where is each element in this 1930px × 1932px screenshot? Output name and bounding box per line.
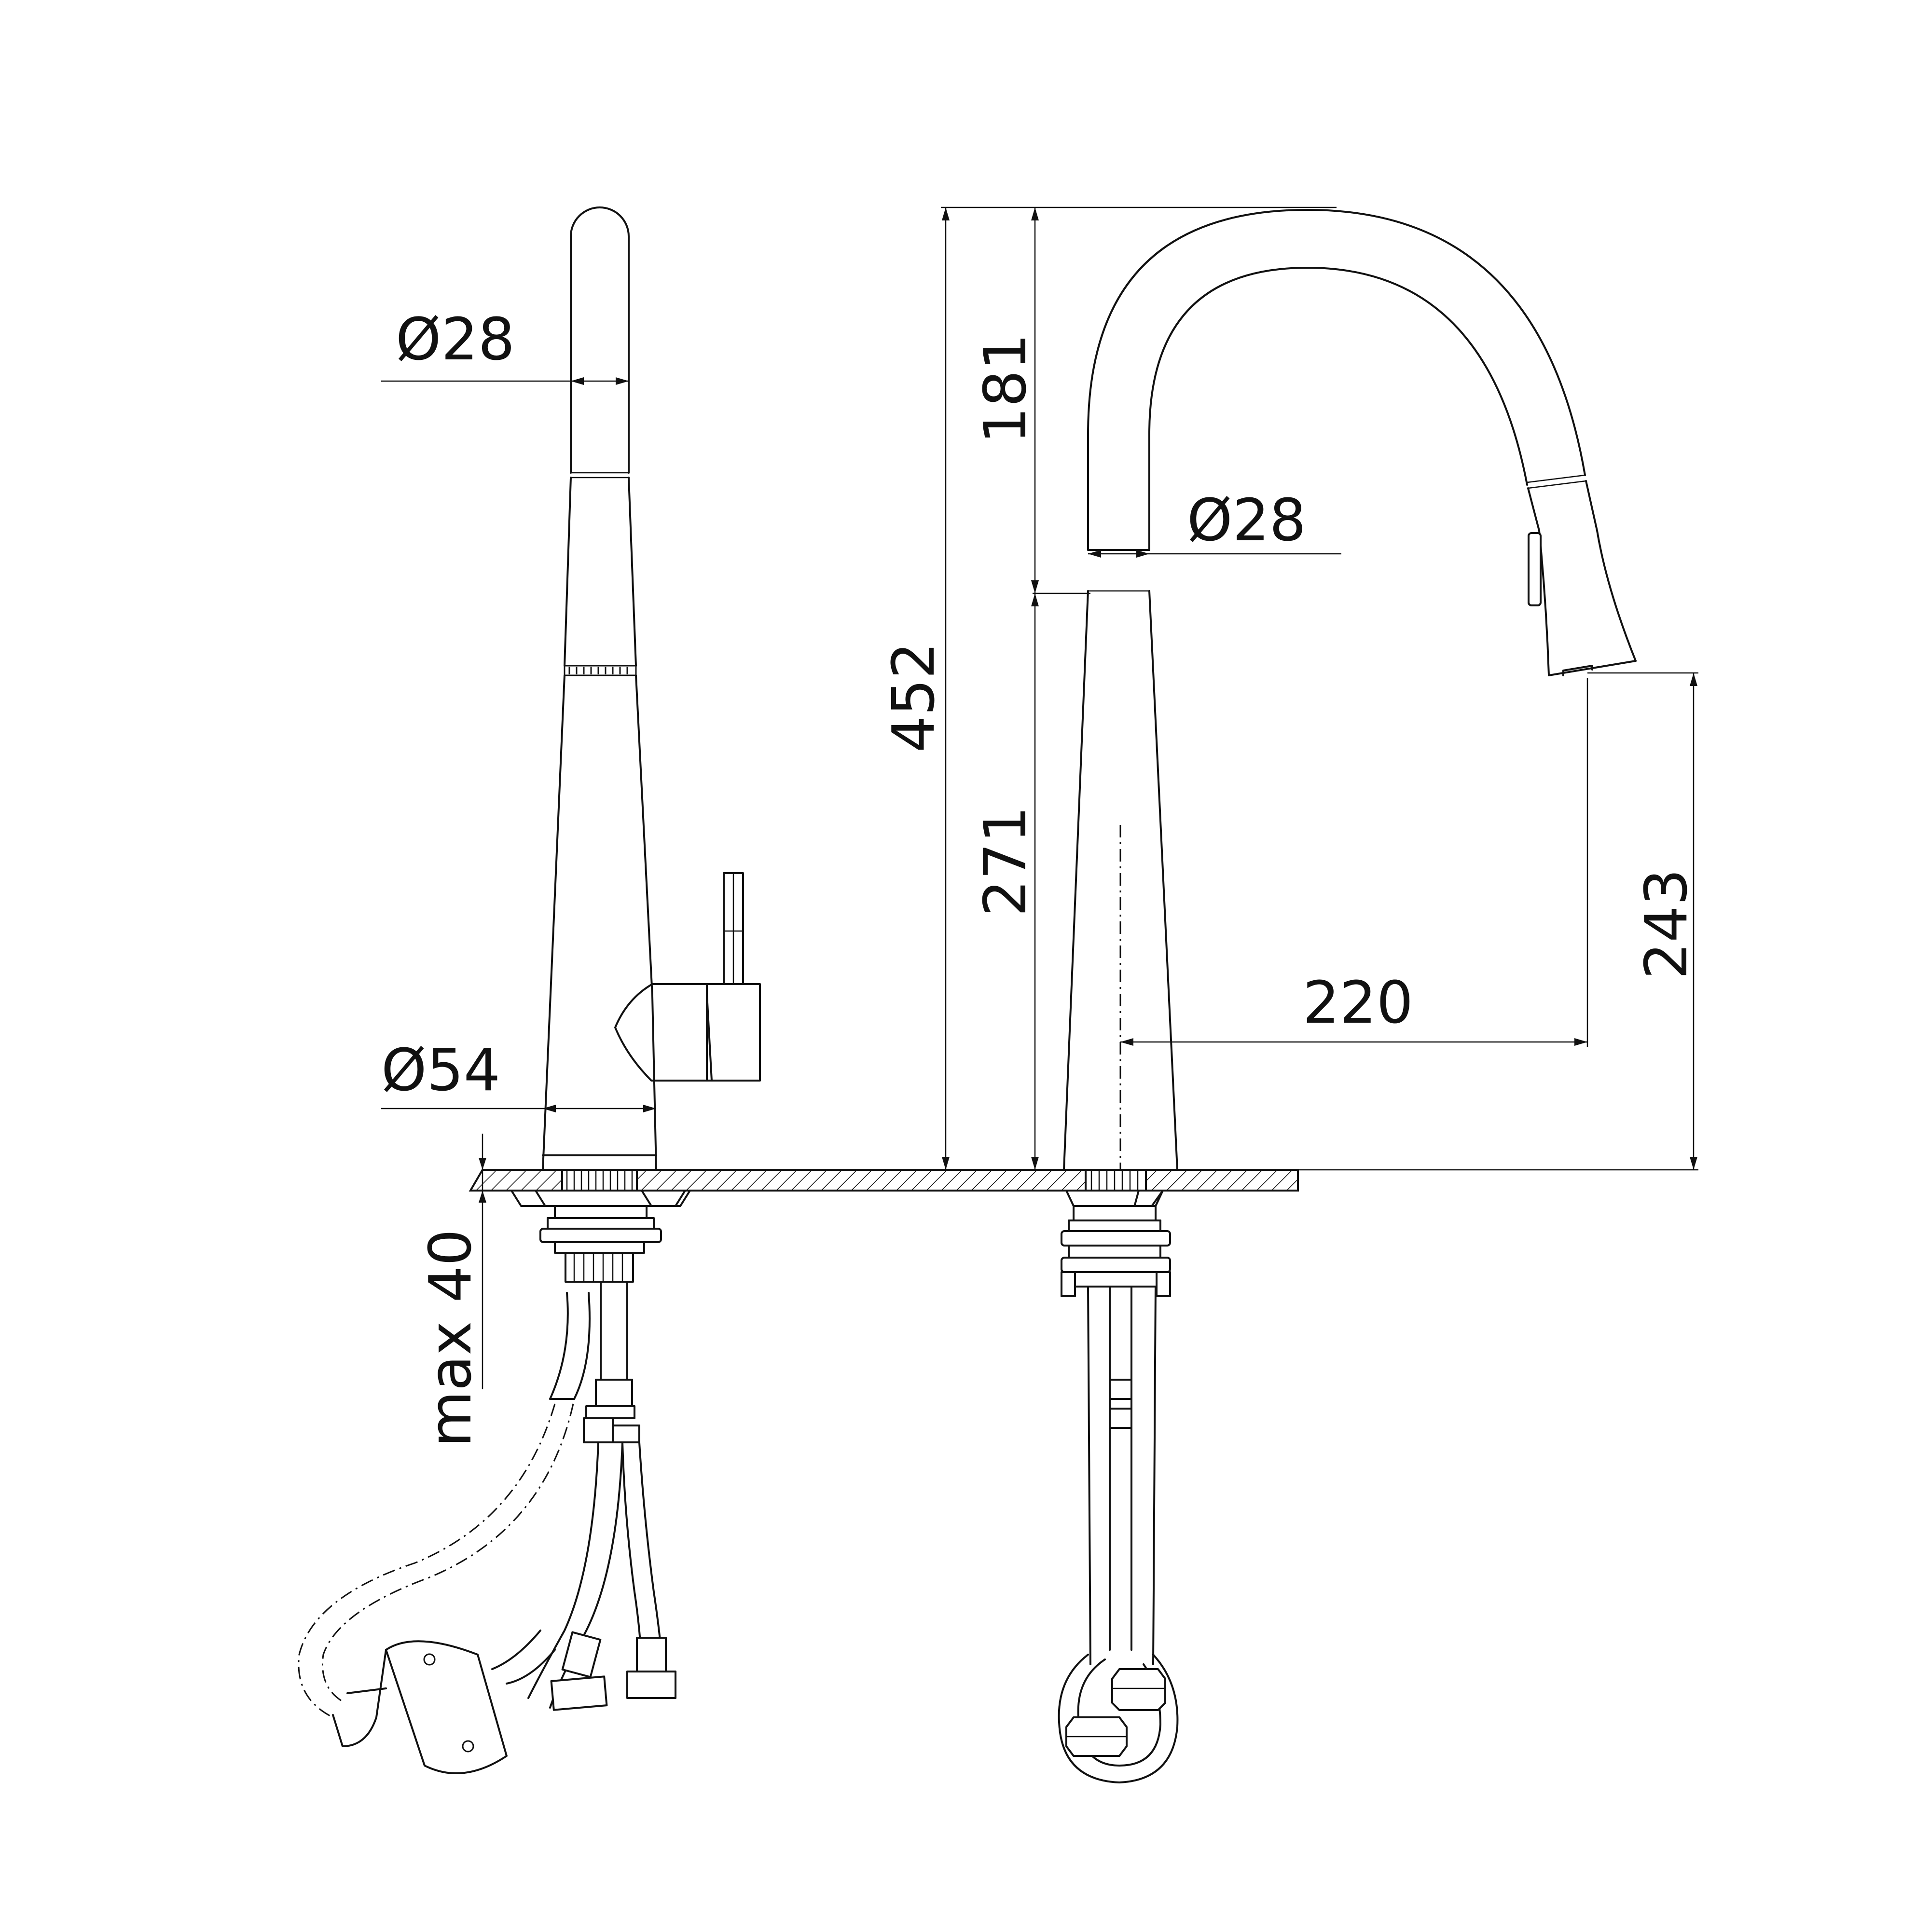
front-mounting-hardware [1061, 1169, 1171, 1297]
side-diameter-base-dimension [381, 1105, 656, 1112]
upper-height-dimension [1031, 207, 1039, 593]
spout-reach-label: 220 [1303, 970, 1413, 1037]
front-spray-head [1527, 480, 1637, 676]
spout-reach-dimension [1120, 678, 1588, 1047]
front-diameter-dimension [1088, 550, 1341, 558]
side-faucet-body [542, 674, 657, 1171]
side-mounting-hardware [510, 1169, 691, 1283]
spout-outlet-height-label: 243 [1633, 869, 1700, 979]
spout-outlet-height-dimension [1690, 673, 1697, 1170]
front-hose-loop [1058, 1654, 1179, 1783]
front-gooseneck-spout [1087, 209, 1586, 551]
side-diameter-top-dimension [381, 377, 629, 385]
front-hose-nut-1 [1065, 1716, 1128, 1757]
side-supply-pipe [600, 1281, 628, 1381]
side-spray-head [564, 477, 637, 667]
total-height-dimension [942, 207, 950, 1170]
side-counterweight [332, 1640, 508, 1774]
front-hose-nut-2 [1111, 1668, 1166, 1711]
total-height-label: 452 [881, 642, 948, 753]
side-pullout-hose [549, 1292, 591, 1400]
front-view [1058, 209, 1637, 1783]
side-hose-nut-1 [550, 1631, 608, 1711]
side-spout-head [570, 206, 630, 474]
front-supply-pipes [1087, 1286, 1157, 1665]
side-diameter-top-label: Ø28 [396, 306, 515, 373]
side-handle-housing [614, 983, 708, 1082]
side-deck-thickness-label: max 40 [417, 1229, 484, 1447]
upper-height-label: 181 [972, 333, 1039, 444]
side-deck-thickness-dimension [479, 1134, 486, 1389]
side-aerator-icon [564, 665, 637, 676]
front-spray-button [1528, 532, 1542, 606]
front-diameter-label: Ø28 [1187, 487, 1306, 554]
lower-height-label: 271 [972, 806, 1039, 917]
side-view [298, 206, 761, 1774]
front-faucet-body [1063, 590, 1178, 1171]
side-hose-loop [298, 1403, 556, 1718]
side-diameter-base-label: Ø54 [381, 1037, 500, 1104]
lower-height-dimension [1031, 593, 1039, 1170]
side-hose-nut-2 [626, 1637, 676, 1699]
side-lever-block [706, 983, 761, 1082]
